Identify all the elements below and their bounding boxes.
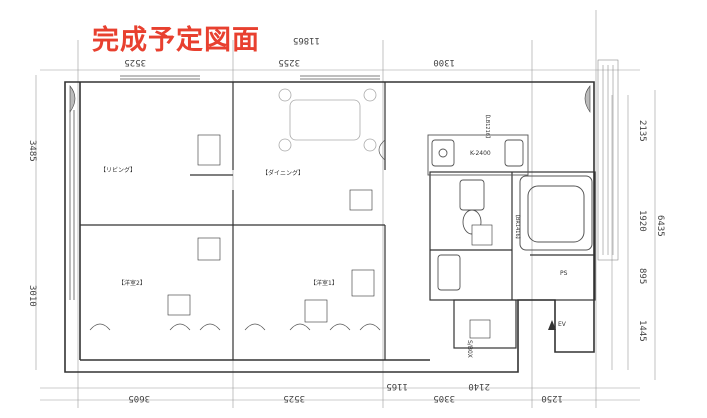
- dim-right-2: 1920: [637, 210, 647, 232]
- dim-bottom-2: 3525: [283, 393, 305, 403]
- dim-bottom-6: 2140: [468, 381, 490, 391]
- bath-label: 【BR1416】: [514, 212, 520, 242]
- door-swings: [89, 139, 386, 331]
- room-bed1-label: 【洋室1】: [310, 279, 338, 287]
- kitchen-label: K-2400: [470, 150, 491, 157]
- dining-furniture: [278, 88, 377, 152]
- room-bed2-label: 【洋室2】: [118, 279, 146, 287]
- dim-left-2: 3010: [27, 285, 37, 307]
- dim-top-2: 3255: [278, 57, 300, 67]
- ps-label: PS: [560, 270, 568, 277]
- column-hatch: [69, 85, 591, 113]
- storage-label: S/B0X: [466, 340, 473, 358]
- entrance-arrow: [548, 320, 556, 330]
- bathtub: [519, 175, 593, 251]
- windows: [69, 75, 380, 300]
- dimension-grid: [35, 10, 656, 408]
- room-dining-label: 【ダイニング】: [262, 169, 304, 177]
- dim-top-total: 11865: [293, 35, 320, 45]
- dim-bottom-5: 1165: [386, 381, 408, 391]
- dim-left-1: 3485: [27, 140, 37, 162]
- dim-top-3: 1300: [433, 57, 455, 67]
- page-title: 完成予定図面: [92, 25, 260, 56]
- kitchen-fixtures: [427, 134, 529, 176]
- dim-right-4: 895: [637, 268, 647, 284]
- ldk-board-label: 【LB1216】: [484, 112, 490, 141]
- equipment-tags: [167, 134, 493, 339]
- dim-right-5: 1445: [637, 320, 647, 342]
- dim-right-3: 6435: [655, 215, 665, 237]
- dim-top-1: 3525: [124, 57, 146, 67]
- dim-right-1: 2135: [637, 120, 647, 142]
- room-living-label: 【リビング】: [100, 166, 136, 174]
- dim-bottom-3: 3305: [433, 393, 455, 403]
- dim-bottom-4: 1250: [541, 393, 563, 403]
- entrance-label: EV: [558, 321, 567, 328]
- notes-box: [597, 59, 619, 261]
- dim-bottom-1: 3605: [128, 393, 150, 403]
- inner-walls: [80, 82, 596, 360]
